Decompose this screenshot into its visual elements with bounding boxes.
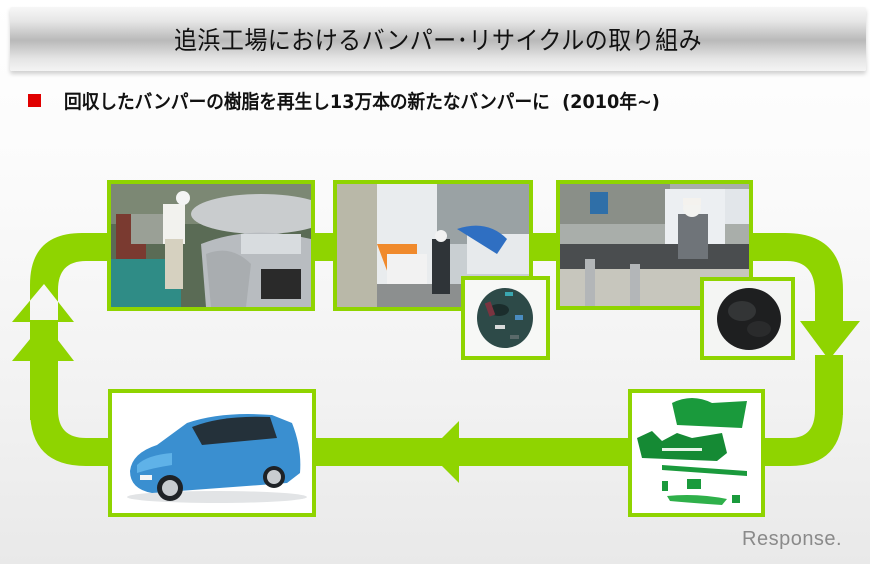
photo-bumper-crushing [333, 180, 533, 311]
slide-title: 追浜工場におけるバンパー･リサイクルの取り組み [173, 26, 703, 55]
left-arrowhead-icon [428, 421, 459, 483]
blue-nissan-leaf-photo [112, 393, 312, 513]
title-bar: 追浜工場におけるバンパー･リサイクルの取り組み [10, 7, 866, 71]
photo-molded-bumper-parts [628, 389, 765, 517]
left-loop-arrow [12, 233, 110, 322]
photo-recycled-pellets [700, 277, 795, 360]
bumper-crushing-machine-photo [337, 184, 529, 307]
photo-crushed-resin [461, 276, 550, 360]
response-watermark-logo: Response. [742, 528, 843, 550]
molded-green-bumper-parts-photo [632, 393, 761, 513]
red-square-bullet-icon [28, 93, 41, 107]
recycled-resin-pellets-photo [704, 281, 791, 356]
up-arrowhead-icon [12, 322, 74, 361]
right-loop-arrow [750, 233, 843, 322]
worker-removing-bumper-photo [111, 184, 311, 307]
crushed-resin-pieces-photo [465, 280, 546, 356]
down-arrowhead-icon [800, 321, 860, 360]
bullet-row: 回収したバンパーの樹脂を再生し13万本の新たなバンパーに (2010年~) [28, 86, 705, 114]
photo-bumper-collection [107, 180, 315, 311]
bullet-text: 回収したバンパーの樹脂を再生し13万本の新たなバンパーに (2010年~) [64, 90, 660, 113]
photo-vehicle [108, 389, 316, 517]
